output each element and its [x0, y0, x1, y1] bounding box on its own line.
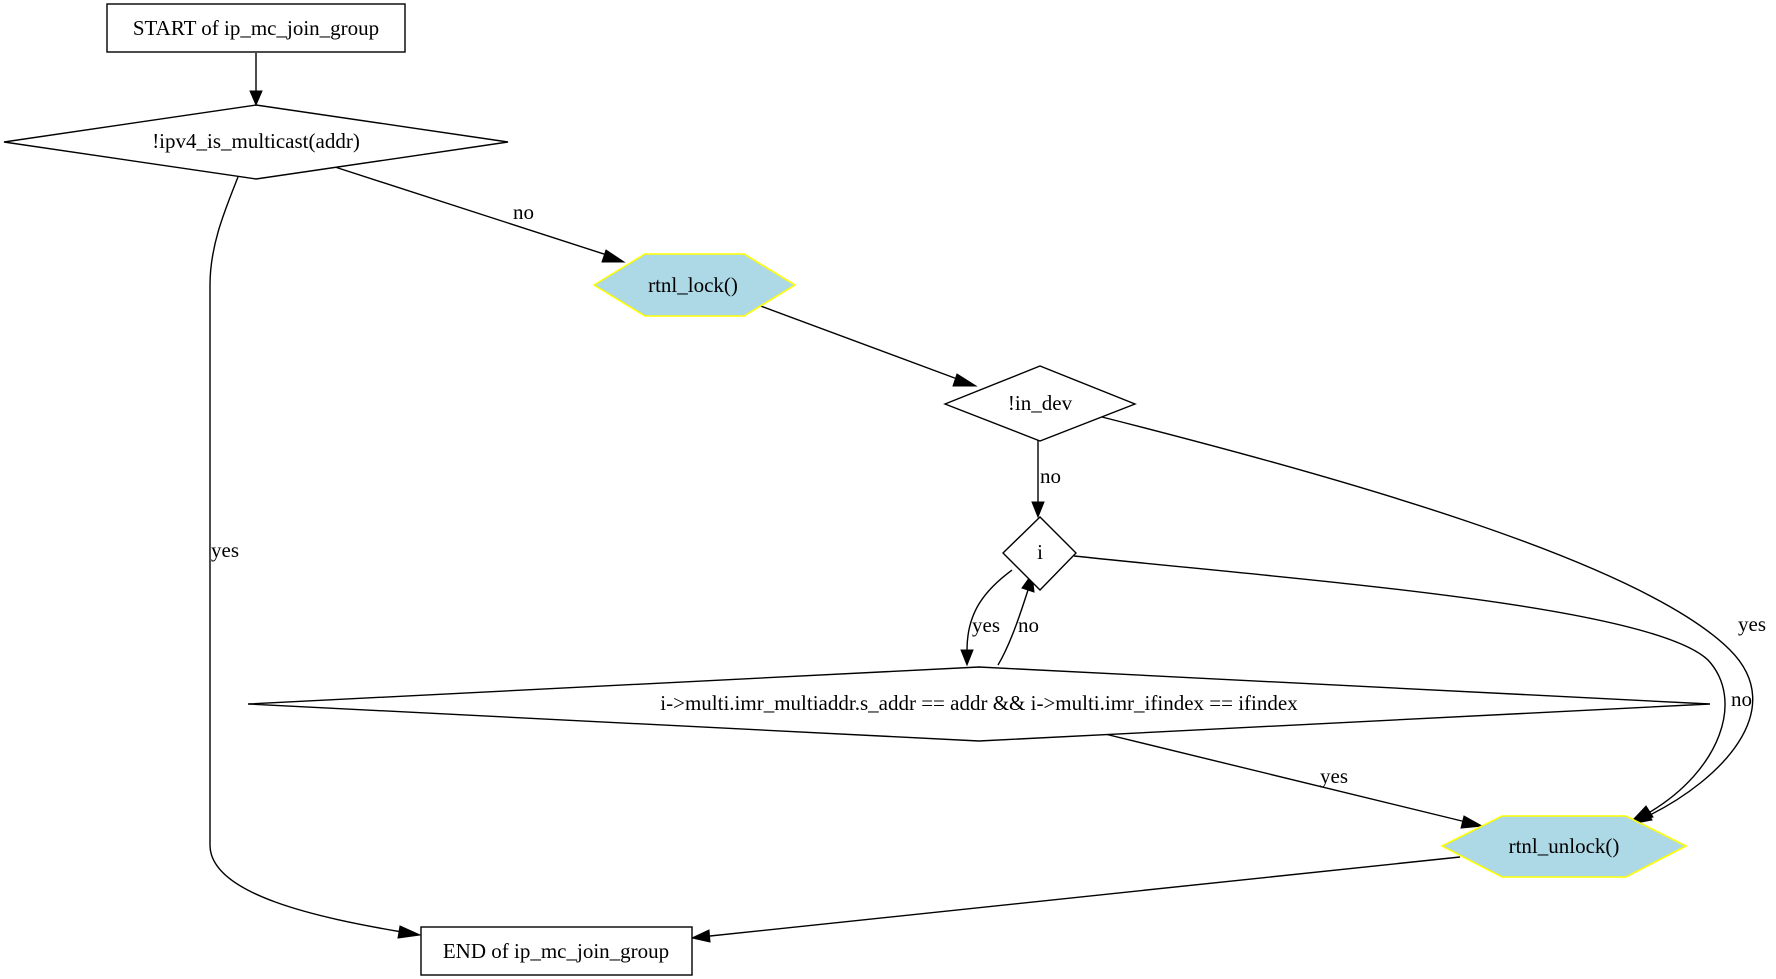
edge-in-dev-no: no: [1031, 440, 1061, 519]
edge-i-yes: yes: [960, 569, 1013, 667]
end-node-label: END of ip_mc_join_group: [443, 939, 669, 963]
edge-start-to-multicast: [249, 53, 263, 107]
rtnl-unlock-call-label: rtnl_unlock(): [1509, 834, 1620, 858]
edge-label-in-dev-yes: yes: [1738, 612, 1766, 636]
edge-label-i-yes: yes: [972, 613, 1000, 637]
match-decision-label: i->multi.imr_multiaddr.s_addr == addr &&…: [660, 691, 1298, 715]
nodes: START of ip_mc_join_group !ipv4_is_multi…: [3, 3, 1711, 976]
multicast-decision-label: !ipv4_is_multicast(addr): [152, 129, 360, 153]
start-node: START of ip_mc_join_group: [106, 3, 406, 53]
edge-in-dev-yes: yes: [1101, 416, 1766, 825]
edge-multicast-no: no: [334, 166, 626, 263]
edge-lock-to-in-dev: [757, 304, 978, 387]
edge-label-i-no: no: [1731, 687, 1752, 711]
edge-label-match-no: no: [1018, 613, 1039, 637]
edge-match-no: no: [997, 572, 1039, 666]
edge-i-no: no: [1073, 555, 1752, 823]
edges: no yes no yes yes: [209, 53, 1766, 943]
multicast-decision: !ipv4_is_multicast(addr): [3, 104, 509, 180]
rtnl-lock-call-label: rtnl_lock(): [648, 273, 738, 297]
edge-unlock-to-end: [690, 856, 1461, 943]
end-node: END of ip_mc_join_group: [420, 926, 693, 976]
edge-label-multicast-yes: yes: [211, 538, 239, 562]
start-node-label: START of ip_mc_join_group: [133, 16, 379, 40]
match-decision: i->multi.imr_multiaddr.s_addr == addr &&…: [247, 666, 1711, 742]
edge-match-yes: yes: [1104, 733, 1484, 829]
edge-label-in-dev-no: no: [1040, 464, 1061, 488]
i-decision-label: i: [1037, 540, 1043, 564]
i-decision: i: [1002, 516, 1077, 591]
rtnl-lock-call: rtnl_lock(): [592, 253, 797, 317]
edge-label-match-yes: yes: [1320, 764, 1348, 788]
rtnl-unlock-call: rtnl_unlock(): [1440, 815, 1688, 878]
in-dev-decision: !in_dev: [943, 365, 1137, 442]
edge-multicast-yes: yes: [209, 176, 422, 939]
edge-label-multicast-no: no: [513, 200, 534, 224]
in-dev-decision-label: !in_dev: [1008, 391, 1073, 415]
